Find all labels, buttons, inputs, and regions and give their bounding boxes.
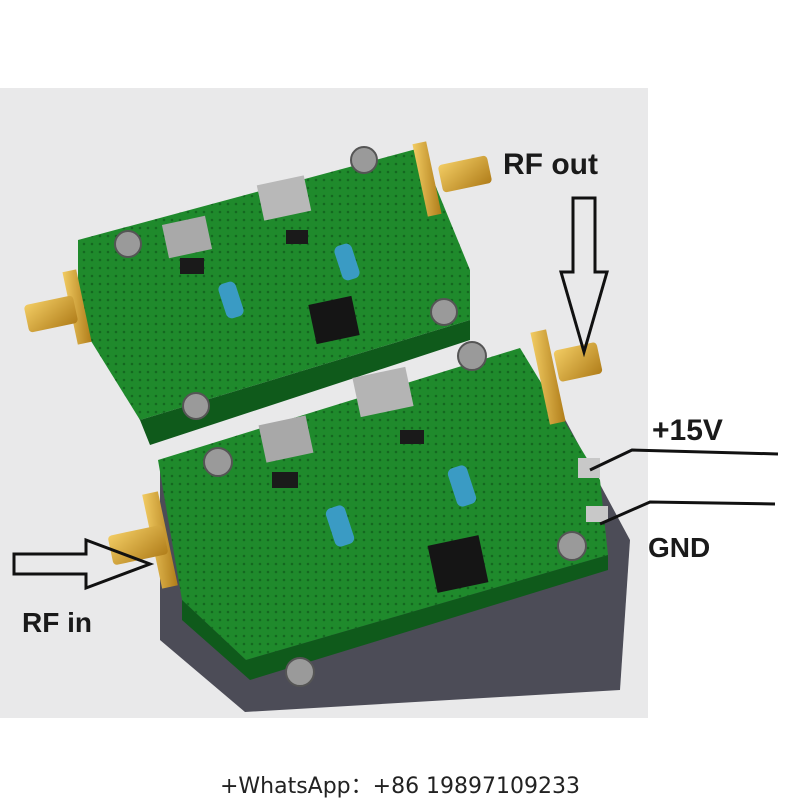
- upper-sma-connector-left: [24, 269, 92, 345]
- upper-sma-connector-right: [412, 141, 492, 217]
- contact-caption: +WhatsApp：+86 19897109233: [219, 774, 581, 799]
- rf-in-arrow: [12, 537, 155, 591]
- rf-out-label: RF out: [503, 148, 598, 181]
- gnd-label: GND: [648, 532, 711, 563]
- plus-15v-label: +15V: [652, 414, 723, 447]
- rf-in-label: RF in: [22, 607, 92, 638]
- upper-amplifier-board: [78, 146, 470, 445]
- rf-out-arrow: [559, 196, 609, 358]
- lower-amplifier-board: [158, 341, 608, 687]
- lower-sma-connector-right: [530, 329, 603, 425]
- gnd-leader-line: [599, 500, 776, 526]
- plus15v-leader-line: [589, 448, 779, 472]
